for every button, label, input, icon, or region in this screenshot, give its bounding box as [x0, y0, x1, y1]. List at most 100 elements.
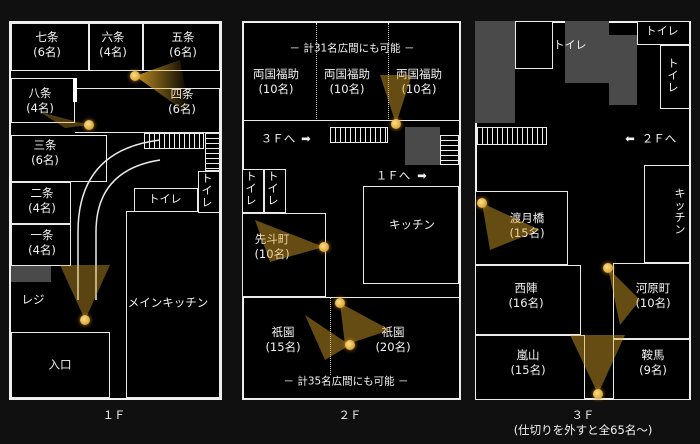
label-arashiyama: 嵐山 (15名): [510, 348, 546, 377]
label-toilet-a-2f: トイレ: [245, 170, 257, 207]
room-kawaramachi[interactable]: [613, 263, 690, 339]
room-arashiyama[interactable]: [475, 335, 585, 400]
label-gion-20: 祇園 (20名): [375, 325, 411, 354]
lamp-kawaramachi: [603, 263, 613, 273]
wall-divider-1f: [73, 78, 77, 102]
divider-2f-a: [316, 23, 317, 121]
label-shichijo: 七条 (6名): [33, 30, 61, 59]
lamp-sanjo: [84, 120, 94, 130]
floor-3f-plan: [475, 21, 691, 400]
stairs-1f: [144, 133, 204, 149]
caption-3f: ３Ｆ (仕切りを外すと全65名～): [513, 408, 653, 437]
beam-togetsukyo: [482, 203, 540, 250]
divider-2f-b: [388, 23, 389, 121]
label-rokujo: 六条 (4名): [99, 30, 127, 59]
fixture-3f-b: [609, 35, 637, 105]
room-nijo[interactable]: [11, 182, 71, 224]
room-toilet-a-1f[interactable]: [134, 188, 198, 212]
label-to-1f: １Ｆへ: [375, 168, 411, 183]
room-toilet-b-1f[interactable]: [198, 171, 220, 213]
label-ryogoku-2: 両国福助 (10名): [324, 67, 370, 96]
room-shichijo[interactable]: [11, 23, 89, 71]
label-nijo: 二条 (4名): [28, 186, 56, 215]
register-counter: [11, 266, 51, 282]
label-to-2f: ２Ｆへ: [641, 131, 677, 146]
caption-2f: ２Ｆ: [338, 408, 362, 422]
lamp-arashiyama: [593, 389, 603, 399]
label-pontocho: 先斗町 (10名): [254, 232, 290, 261]
stairs-landing-1f: [205, 133, 220, 171]
room-rokujo[interactable]: [89, 23, 143, 71]
divider-2f-c: [330, 297, 331, 375]
beam-shijo: [135, 60, 190, 115]
label-gojo: 五条 (6名): [169, 30, 197, 59]
room-toilet-c-3f[interactable]: [660, 45, 690, 109]
room-nishijin[interactable]: [475, 265, 581, 335]
stairwell-3f: [475, 21, 515, 123]
label-ryogoku-1: 両国福助 (10名): [253, 67, 299, 96]
floor-2f-plan: [242, 21, 461, 400]
beam-kawaramachi: [608, 268, 640, 325]
beam-gion-right: [340, 303, 390, 345]
lamp-register: [80, 315, 90, 325]
label-togetsukyo: 渡月橋 (15名): [509, 211, 545, 240]
floor-1f-plan: [9, 21, 222, 400]
beam-sanjo: [40, 112, 89, 128]
room-entrance[interactable]: [11, 332, 110, 398]
label-register: レジ: [21, 292, 45, 307]
label-ichijo: 一条 (4名): [28, 228, 56, 257]
label-kawaramachi: 河原町 (10名): [635, 281, 671, 310]
label-toilet-b-2f: トイレ: [267, 170, 279, 207]
room-shijo[interactable]: [75, 88, 220, 133]
stairs-3f: [477, 127, 547, 145]
beam-gion-left: [305, 315, 350, 360]
room-sanjo[interactable]: [11, 135, 107, 182]
label-toilet-c-3f: トイレ: [667, 57, 679, 94]
label-gion-15: 祇園 (15名): [265, 325, 301, 354]
room-toilet-a-2f[interactable]: [242, 169, 264, 213]
label-main-kitchen: メインキッチン: [127, 295, 209, 310]
label-kitchen-2f: キッチン: [389, 217, 435, 232]
lamp-ryogoku: [391, 119, 401, 129]
room-hachijo[interactable]: [11, 78, 75, 123]
label-hachijo: 八条 (4名): [26, 86, 54, 115]
room-kitchen-2f[interactable]: [363, 186, 459, 284]
stairs-2f-down: [405, 127, 440, 165]
room-gion-area[interactable]: [242, 297, 461, 400]
beam-arashiyama: [570, 335, 625, 394]
beam-pontocho: [255, 220, 324, 262]
lamp-togetsukyo: [477, 198, 487, 208]
lamp-pontocho: [319, 242, 329, 252]
room-main-kitchen[interactable]: [126, 211, 220, 398]
label-to-3f: ３Ｆへ: [260, 131, 296, 146]
room-toilet-b-3f[interactable]: [637, 21, 690, 45]
stairs-2f-down-steps: [440, 135, 459, 165]
label-toilet-b-1f: トイレ: [201, 172, 213, 209]
arrow-to-1f: ➡: [417, 168, 427, 183]
label-toilet-a-3f: トイレ: [553, 38, 587, 52]
room-ryogoku-row[interactable]: [242, 21, 461, 121]
label-ryogoku-3: 両国福助 (10名): [396, 67, 442, 96]
room-kitchen-3f[interactable]: [644, 165, 690, 263]
label-toilet-a-1f: トイレ: [148, 192, 182, 206]
label-kurama: 鞍馬 (9名): [639, 348, 667, 377]
arrow-to-2f: ⬅: [625, 131, 635, 146]
room-pontocho[interactable]: [242, 213, 326, 297]
label-sanjo: 三条 (6名): [31, 138, 59, 167]
note-2f-top: － 計31名広間にも可能 －: [289, 42, 415, 55]
beam-register: [60, 265, 110, 320]
beam-ryogoku: [380, 75, 412, 124]
label-kitchen-3f: キッチン: [674, 187, 686, 236]
room-kurama[interactable]: [613, 339, 690, 400]
room-toilet-a-3f[interactable]: [515, 21, 553, 69]
room-toilet-b-2f[interactable]: [264, 169, 286, 213]
stairs-2f-up: [330, 127, 388, 143]
note-2f-bottom: － 計35名広間にも可能 －: [283, 375, 409, 388]
room-gojo[interactable]: [143, 23, 220, 71]
room-ichijo[interactable]: [11, 224, 71, 266]
room-togetsukyo[interactable]: [475, 191, 568, 265]
label-nishijin: 西陣 (16名): [508, 281, 544, 310]
label-toilet-b-3f: トイレ: [645, 24, 679, 38]
